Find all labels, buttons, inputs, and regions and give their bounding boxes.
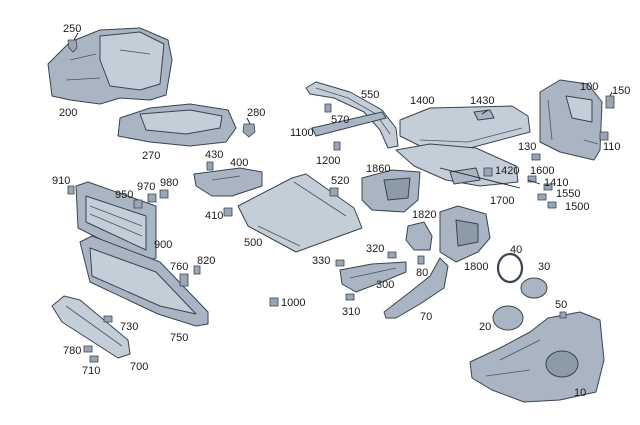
callout-400: 400: [230, 157, 249, 169]
part-520-clip: [329, 187, 339, 197]
part-1820-foam-block: [405, 221, 433, 251]
part-70-curved-trim: [383, 257, 449, 319]
part-10-rear-corner-trim: [469, 311, 605, 403]
part-40-ring: [496, 252, 524, 284]
part-1000-clip: [269, 297, 279, 307]
callout-40: 40: [510, 244, 523, 256]
callout-150: 150: [612, 85, 631, 97]
callout-910: 910: [52, 175, 71, 187]
part-430-clip: [206, 161, 214, 171]
callout-730: 730: [120, 321, 139, 333]
callout-1820: 1820: [412, 209, 437, 221]
part-1100-strip: [311, 111, 387, 137]
part-1420-clip: [483, 167, 493, 177]
callout-100: 100: [580, 81, 599, 93]
part-280-clip: [242, 123, 256, 138]
callout-1000: 1000: [281, 297, 306, 309]
callout-950: 950: [115, 189, 134, 201]
callout-1420: 1420: [495, 165, 520, 177]
part-100-side-panel: [539, 79, 603, 161]
callout-270: 270: [142, 150, 161, 162]
callout-1400: 1400: [410, 95, 435, 107]
callout-1700: 1700: [490, 195, 515, 207]
part-1400-load-floor: [399, 105, 531, 149]
callout-520: 520: [331, 175, 350, 187]
part-910-clip: [67, 185, 75, 195]
callout-570: 570: [331, 114, 350, 126]
part-1860-storage-box: [361, 169, 421, 213]
part-30-disc: [520, 277, 548, 299]
part-1430-handle: [473, 109, 495, 121]
part-750-lower-trim: [79, 235, 209, 327]
callout-1860: 1860: [366, 163, 391, 175]
callout-130: 130: [518, 141, 537, 153]
part-270-wheelarch-cover: [117, 103, 237, 147]
callout-780: 780: [63, 345, 82, 357]
callout-70: 70: [420, 311, 433, 323]
callout-550: 550: [361, 89, 380, 101]
part-730-clip: [103, 315, 113, 323]
callout-1410: 1410: [544, 177, 569, 189]
callout-1600: 1600: [530, 165, 555, 177]
callout-970: 970: [137, 181, 156, 193]
part-150-clip: [605, 95, 615, 109]
callout-500: 500: [244, 237, 263, 249]
leader-lines: [73, 32, 613, 189]
callout-700: 700: [130, 361, 149, 373]
callout-1800: 1800: [464, 261, 489, 273]
part-200-quarter-trim: [47, 27, 173, 105]
callout-1100: 1100: [290, 127, 314, 139]
callout-110: 110: [603, 141, 621, 153]
part-1200-clip: [333, 141, 341, 151]
callout-280: 280: [247, 107, 266, 119]
callout-710: 710: [82, 365, 101, 377]
part-570-clip: [324, 103, 332, 113]
part-760-820-clips: [179, 265, 201, 287]
part-50-clip: [559, 311, 567, 319]
part-410-clip: [223, 207, 233, 217]
part-1800-foam-tray: [439, 205, 491, 263]
part-780-710-clips: [83, 345, 99, 363]
part-250-clip: [67, 39, 78, 53]
callout-1500: 1500: [565, 201, 590, 213]
callout-200: 200: [59, 107, 78, 119]
callout-980: 980: [160, 177, 179, 189]
callout-1550: 1550: [556, 188, 581, 200]
part-80-clip: [417, 255, 425, 265]
callout-330: 330: [312, 255, 331, 267]
callout-410: 410: [205, 210, 224, 222]
callout-820: 820: [197, 255, 216, 267]
part-400-bracket: [193, 167, 263, 197]
callout-1200: 1200: [316, 155, 341, 167]
callout-50: 50: [555, 299, 568, 311]
callout-750: 750: [170, 332, 189, 344]
callout-1430: 1430: [470, 95, 495, 107]
callout-30: 30: [538, 261, 551, 273]
callout-10: 10: [574, 387, 587, 399]
callout-760: 760: [170, 261, 189, 273]
callout-80: 80: [416, 267, 429, 279]
part-20-disc: [492, 305, 524, 331]
part-130-clip: [531, 153, 541, 161]
callout-250: 250: [63, 23, 82, 35]
callout-310: 310: [342, 306, 361, 318]
callout-20: 20: [479, 321, 492, 333]
callout-320: 320: [366, 243, 385, 255]
callout-900: 900: [154, 239, 173, 251]
part-950-970-980-clips: [133, 189, 169, 209]
part-300-bracket: [339, 261, 407, 293]
callout-300: 300: [376, 279, 395, 291]
callout-430: 430: [205, 149, 224, 161]
part-110-clip: [599, 131, 609, 141]
part-700-sill-strip: [51, 295, 131, 359]
part-320-330-310-clips: [335, 251, 397, 301]
